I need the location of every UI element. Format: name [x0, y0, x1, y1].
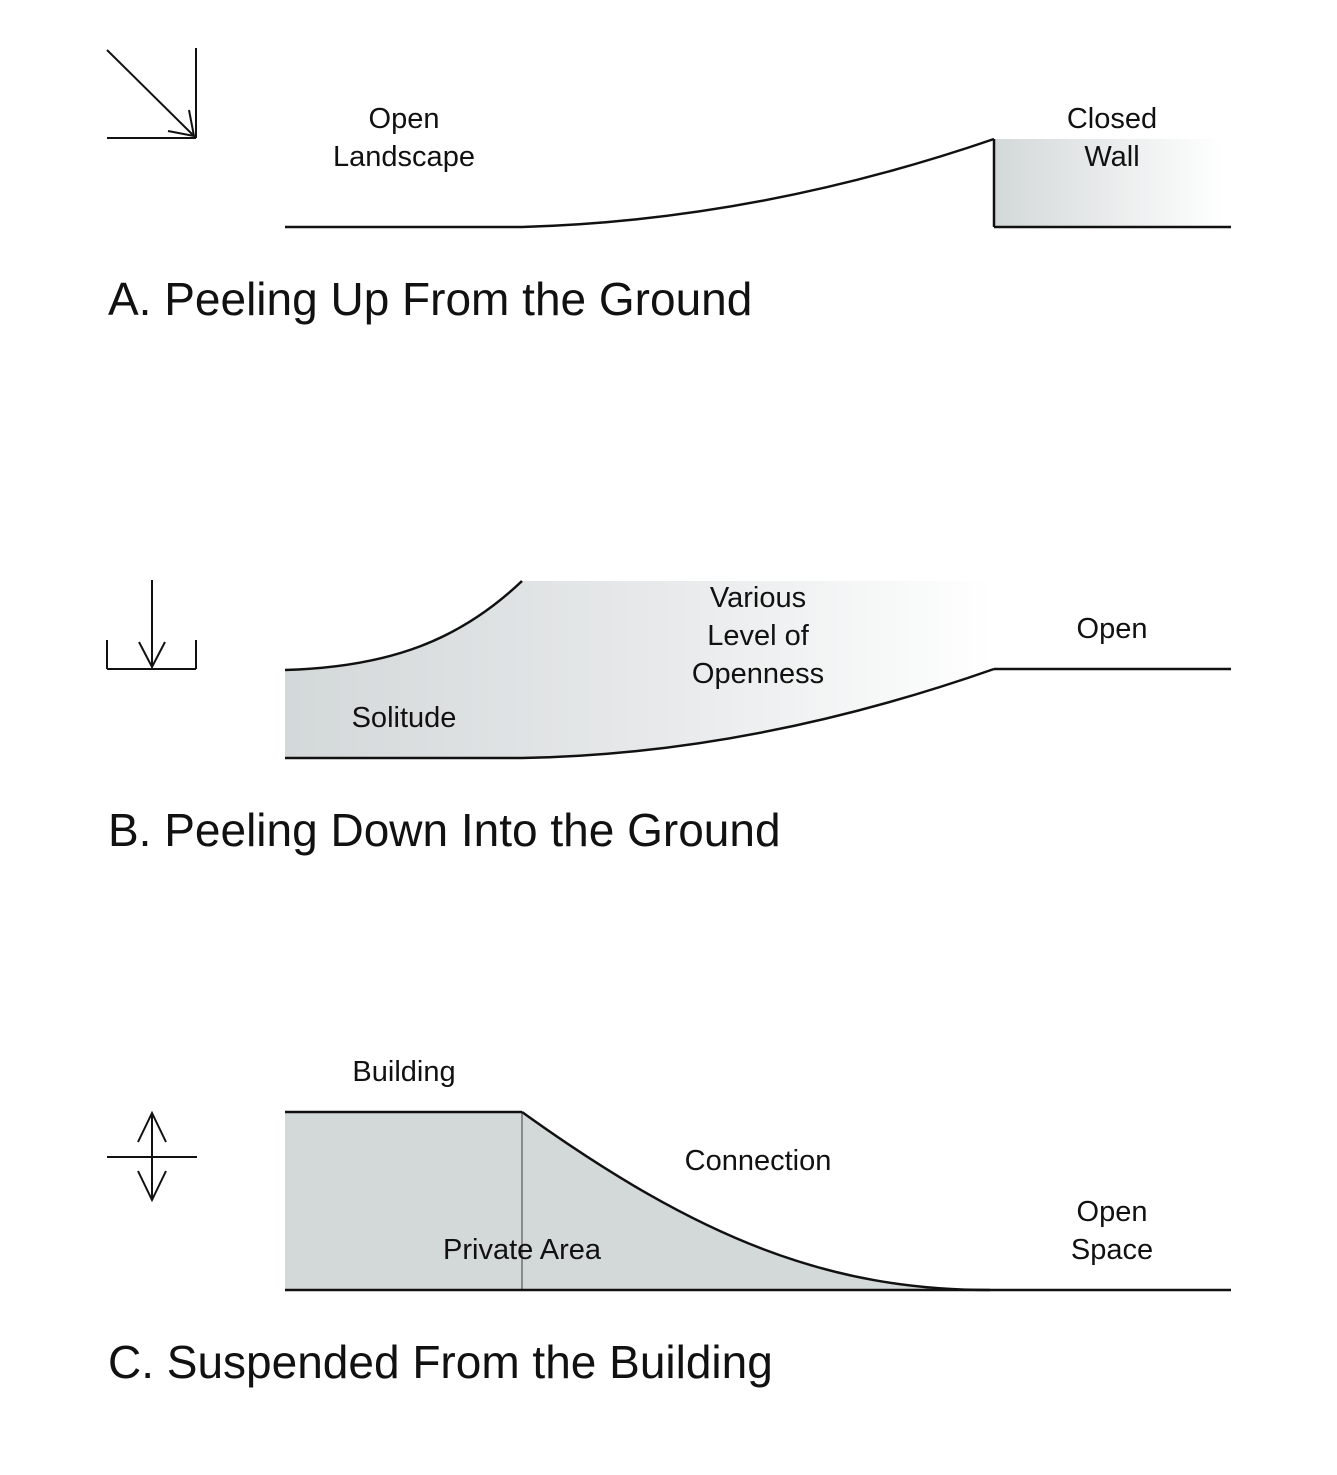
open-space-text: Open Space — [1070, 1196, 1154, 1266]
building-label: Building — [352, 1056, 456, 1088]
panel-c — [107, 1110, 1231, 1292]
ground-profile — [285, 137, 1231, 229]
various-level-of-openness-label: Various Level of Openness — [673, 579, 843, 693]
open-label: Open — [1076, 613, 1148, 645]
closed-wall-text: Closed Wall — [1066, 103, 1158, 173]
private-area-fill — [285, 1112, 990, 1290]
panel-a — [106, 48, 1231, 229]
panel-b — [106, 580, 1231, 760]
connection-label: Connection — [684, 1145, 832, 1177]
open-landscape-text: Open Landscape — [333, 103, 475, 173]
panel-c-title: C. Suspended From the Building — [108, 1336, 773, 1388]
solitude-label: Solitude — [351, 702, 457, 734]
double-arrow-through-line-icon — [107, 1110, 197, 1203]
various-level-of-openness-text: Various Level of Openness — [691, 582, 825, 690]
suspended-profile — [285, 1110, 1231, 1292]
closed-wall-fill — [994, 139, 1224, 227]
private-area-label: Private Area — [443, 1234, 601, 1266]
down-arrow-into-cup-icon — [106, 580, 197, 670]
panel-b-title: B. Peeling Down Into the Ground — [108, 804, 781, 856]
open-space-label: Open Space — [1057, 1193, 1167, 1269]
openness-fill — [285, 581, 995, 758]
closed-wall-label: Closed Wall — [1052, 100, 1172, 176]
excavation-profile — [284, 580, 1231, 760]
panel-a-title: A. Peeling Up From the Ground — [108, 273, 753, 325]
open-landscape-label: Open Landscape — [294, 100, 514, 176]
diagonal-arrow-into-corner-icon — [106, 48, 197, 139]
